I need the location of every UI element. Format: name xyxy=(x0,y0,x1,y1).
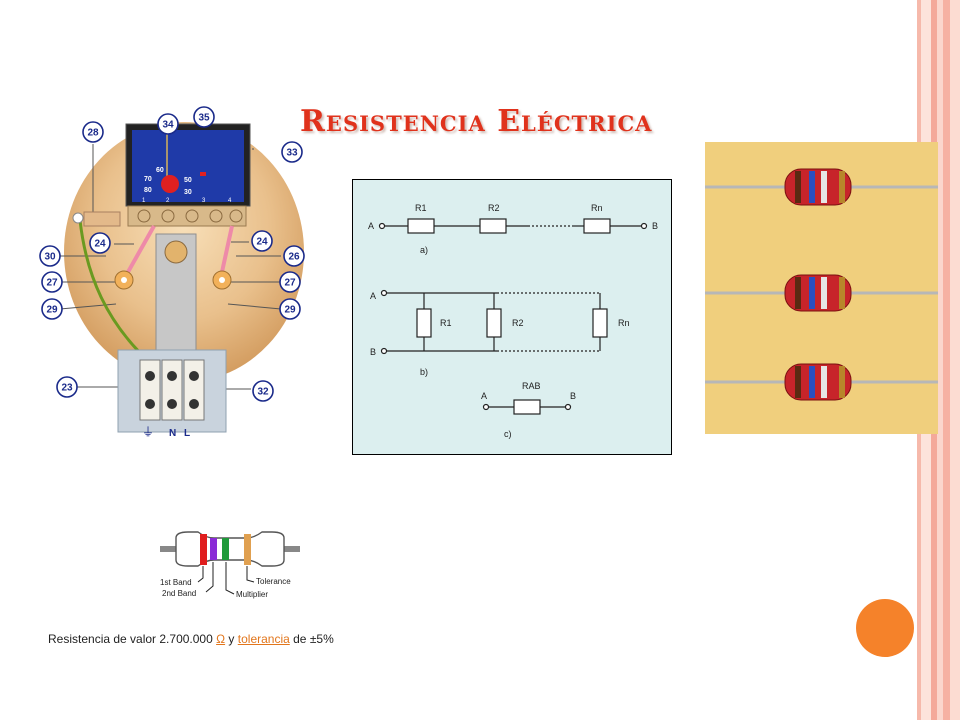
caption-suffix: de ±5% xyxy=(289,632,334,646)
resistor-label: R1 xyxy=(440,318,452,328)
terminal-number: 2 xyxy=(166,198,170,204)
resistor-band xyxy=(839,277,845,309)
band-tolerance xyxy=(244,534,251,565)
callout-badge xyxy=(89,232,111,254)
callout-number: 30 xyxy=(44,252,56,263)
callout-number: 34 xyxy=(162,120,174,131)
callout-badge xyxy=(41,271,63,293)
band-multiplier xyxy=(222,538,229,560)
resistor-body xyxy=(784,363,852,401)
decor-stripe xyxy=(937,0,943,720)
callout-badge xyxy=(157,113,179,135)
callout-number: 32 xyxy=(257,387,269,398)
resistor-label: RAB xyxy=(522,381,541,391)
callout-number: 29 xyxy=(46,305,58,316)
node-label: A xyxy=(481,391,487,401)
callout-number: 24 xyxy=(256,237,268,248)
callout-badge xyxy=(56,376,78,398)
dial-number: 80 xyxy=(144,187,152,194)
resistor-label: Rn xyxy=(618,318,630,328)
circuit-diagram: A B R1 R2 Rn a) A B R1 R2 Rn b) RAB A B … xyxy=(352,179,672,455)
color-code-diagram: 1st Band 2nd Band Multiplier Tolerance xyxy=(160,531,300,599)
resistor-band xyxy=(839,171,845,203)
resistor-band xyxy=(839,366,845,398)
band-1 xyxy=(200,534,207,565)
resistor-band xyxy=(809,171,815,203)
callout-number: 23 xyxy=(61,383,73,394)
callout-number: 28 xyxy=(87,128,99,139)
tolerance-link[interactable]: tolerancia xyxy=(237,632,290,646)
decor-stripe xyxy=(950,0,960,720)
callout-number: 26 xyxy=(288,252,300,263)
resistor-band xyxy=(795,171,801,203)
resistor-label: Rn xyxy=(591,203,603,213)
resistor-band xyxy=(809,277,815,309)
accent-circle xyxy=(856,599,914,657)
ohm-link[interactable]: Ω xyxy=(216,632,226,646)
section-label: c) xyxy=(504,429,512,439)
callout-badge xyxy=(193,106,215,128)
dial-number: 60 xyxy=(156,167,164,174)
callout-number: 27 xyxy=(46,278,58,289)
resistor-band xyxy=(821,277,827,309)
resistor-band xyxy=(821,366,827,398)
color-code-label: 2nd Band xyxy=(162,589,196,598)
terminal-number: 4 xyxy=(228,198,232,204)
callout-number: 24 xyxy=(94,239,106,250)
dial-number: 50 xyxy=(184,177,192,184)
resistor-label: R2 xyxy=(512,318,524,328)
decor-stripe xyxy=(943,0,950,720)
node-label: B xyxy=(570,391,576,401)
callout-badge xyxy=(39,245,61,267)
callout-badge xyxy=(251,230,273,252)
slide-title: Resistencia Eléctrica xyxy=(300,104,653,139)
node-label: B xyxy=(652,221,658,231)
ground-symbol: ⏚ xyxy=(142,425,154,439)
thermostat-diagram: 60 70 80 50 30 1 2 3 4 ⏚ N L 28 34 35 33 24 2… xyxy=(39,106,305,439)
dial-number: 30 xyxy=(184,189,192,196)
callout-number: 27 xyxy=(284,278,296,289)
terminal-label-l: L xyxy=(184,428,190,439)
color-code-label: 1st Band xyxy=(160,578,192,587)
terminal-number: 1 xyxy=(142,198,146,204)
resistor-label: R2 xyxy=(488,203,500,213)
callout-badge xyxy=(252,380,274,402)
resistor-band xyxy=(795,366,801,398)
caption: Resistencia de valor 2.700.000 Ω y toler… xyxy=(48,632,334,646)
resistor-label: R1 xyxy=(415,203,427,213)
callout-number: 35 xyxy=(198,113,210,124)
callout-badge xyxy=(281,141,303,163)
callout-badge xyxy=(82,121,104,143)
section-label: a) xyxy=(420,245,428,255)
callout-badge xyxy=(283,245,305,267)
color-code-label: Multiplier xyxy=(236,590,268,599)
callout-number: 33 xyxy=(286,148,298,159)
callout-badge xyxy=(279,271,301,293)
callout-badge xyxy=(279,298,301,320)
section-label: b) xyxy=(420,367,428,377)
resistor-body xyxy=(784,274,852,312)
resistor-photo xyxy=(705,142,938,434)
caption-prefix: Resistencia de valor 2.700.000 xyxy=(48,632,217,646)
resistor-band xyxy=(809,366,815,398)
band-2 xyxy=(210,538,217,560)
color-code-label: Tolerance xyxy=(256,577,291,586)
terminal-number: 3 xyxy=(202,198,206,204)
node-label: A xyxy=(368,221,374,231)
node-label: A xyxy=(370,291,376,301)
resistor-band xyxy=(795,277,801,309)
dial-number: 70 xyxy=(144,176,152,183)
callout-number: 29 xyxy=(284,305,296,316)
node-label: B xyxy=(370,347,376,357)
caption-middle: y xyxy=(225,632,238,646)
terminal-label-n: N xyxy=(169,428,176,439)
callout-badge xyxy=(41,298,63,320)
resistor-body xyxy=(784,168,852,206)
resistor-band xyxy=(821,171,827,203)
